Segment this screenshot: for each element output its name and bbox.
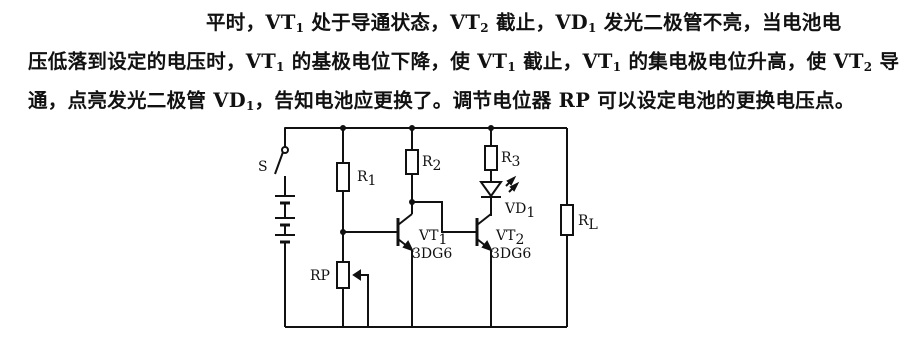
resistor-rl: RL [560, 128, 598, 327]
top-rail [284, 127, 567, 129]
transistor-vt1: VT1 3DG6 [396, 199, 452, 327]
r1-label: R1 [357, 169, 376, 189]
switch-label: S [258, 159, 268, 175]
vt2-type: 3DG6 [491, 246, 531, 262]
resistor-r3: R3 [484, 125, 520, 182]
paragraph-line-2: 压低落到设定的电压时，VT1 的基极电位下降，使 VT1 截止，VT1 的集电极… [28, 50, 900, 74]
r2-label: R2 [422, 154, 441, 174]
vt1-label: VT1 [418, 228, 447, 248]
battery-monitor-circuit-diagram: S R1 RP R2 [258, 125, 598, 328]
rp-label: RP [310, 268, 330, 284]
battery [275, 195, 295, 327]
vt2-label: VT2 [495, 228, 524, 248]
switch-s: S [258, 128, 289, 196]
potentiometer-rp: RP [310, 232, 369, 327]
vt1-type: 3DG6 [412, 246, 452, 262]
led-vd1: VD1 [479, 175, 535, 221]
vd1-label: VD1 [504, 201, 535, 221]
transistor-vt2: VT2 3DG6 [475, 213, 531, 327]
paragraph-line-3: 通，点亮发光二极管 VD1，告知电池应更换了。调节电位器 RP 可以设定电池的更… [28, 89, 855, 113]
explanation-paragraph: 平时，VT1 处于导通状态，VT2 截止，VD1 发光二极管不亮，当电池电 压低… [28, 6, 900, 123]
paragraph-line-1: 平时，VT1 处于导通状态，VT2 截止，VD1 发光二极管不亮，当电池电 [206, 11, 842, 35]
rl-label: RL [578, 213, 598, 233]
r3-label: R3 [501, 150, 520, 170]
resistor-r2: R2 [405, 125, 441, 202]
resistor-r1: R1 [336, 125, 376, 232]
